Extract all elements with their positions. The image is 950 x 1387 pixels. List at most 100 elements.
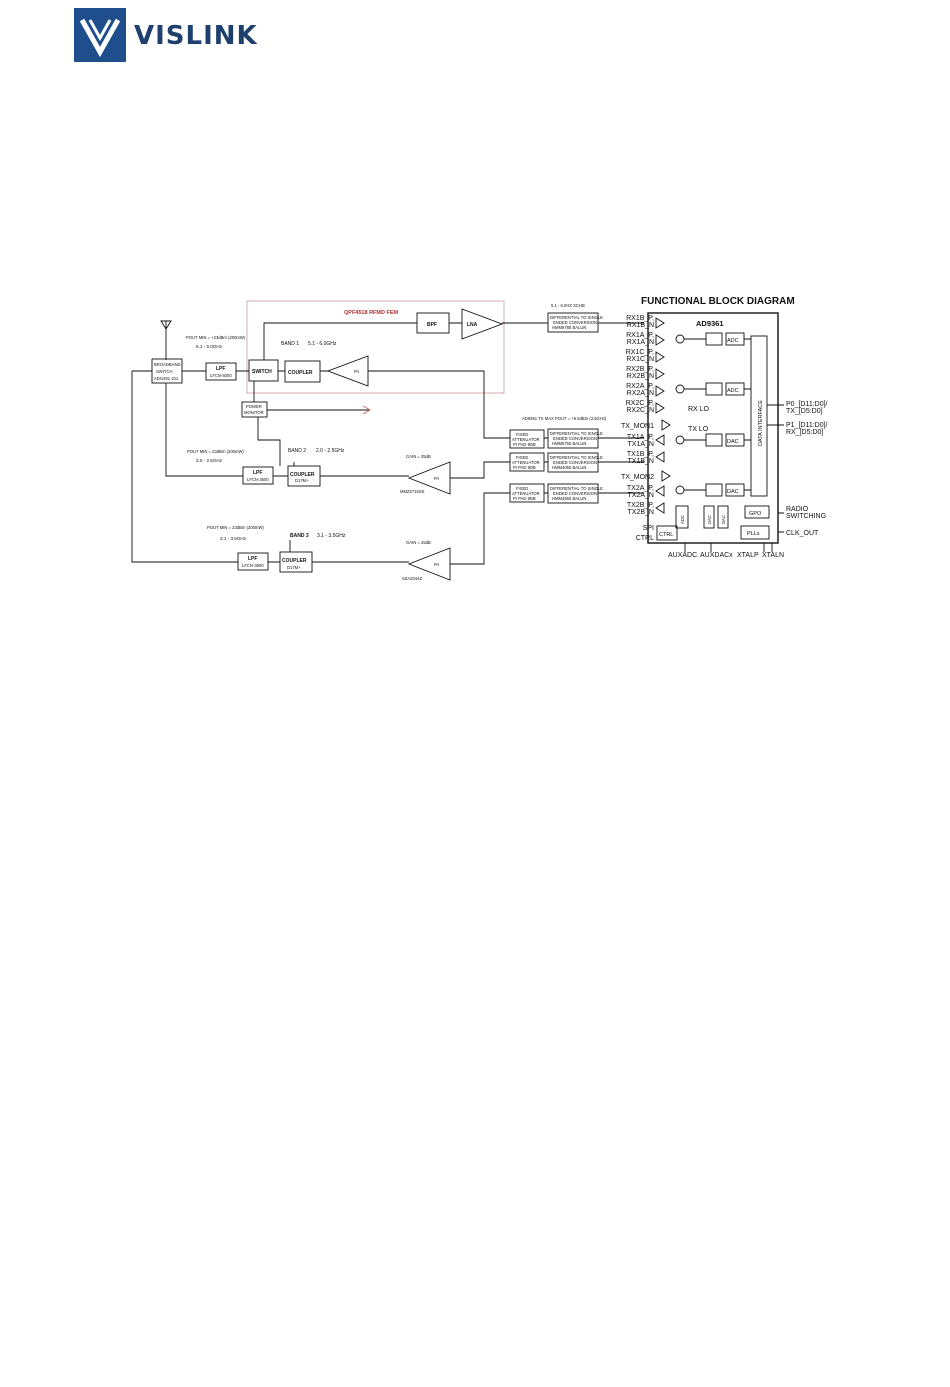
rx-blocks bbox=[675, 332, 784, 497]
pin-clk-out: CLK_OUT bbox=[786, 530, 819, 537]
atten2-l2: ATTENUATOR bbox=[512, 460, 540, 465]
atten2-l1: FIXED bbox=[516, 455, 528, 460]
coupler2-label: COUPLER bbox=[290, 472, 315, 478]
aux-adc-block: ADC bbox=[680, 515, 685, 524]
pin-rx2c-n: RX2C_N bbox=[626, 407, 654, 414]
band1-freq: 5.1 - 6.0GHz bbox=[308, 341, 337, 347]
pout1-freq: 5.1 - 6.0GHz bbox=[196, 344, 223, 349]
vislink-logo: VISLINK bbox=[74, 8, 257, 62]
ctrl-block-label: CTRL bbox=[659, 532, 673, 538]
pin-tx2b-n: TX2B_N bbox=[628, 509, 654, 516]
pin-rx1b-n: RX1B_N bbox=[627, 322, 654, 329]
pin-tx-mon2: TX_MON2 bbox=[621, 474, 654, 481]
freq-band-top: 5.1 - 6.0HZ SCHB bbox=[551, 303, 585, 308]
adc1-label: ADC bbox=[727, 338, 739, 344]
atten1-l2: ATTENUATOR bbox=[512, 437, 540, 442]
power-monitor-box bbox=[241, 401, 268, 418]
fem-boundary bbox=[246, 300, 505, 394]
lna-amp bbox=[461, 308, 504, 340]
vislink-v-icon bbox=[74, 8, 126, 62]
balun-tx1-l1: DIFFERENTIAL TO SINGLE bbox=[550, 431, 603, 436]
data-interface-box bbox=[750, 335, 768, 497]
antenna-icon bbox=[160, 320, 172, 360]
lpf3-part: LFCN-3600 bbox=[242, 563, 264, 568]
pin-triangles bbox=[655, 317, 671, 514]
lpf2-box bbox=[242, 466, 274, 485]
pin-rx2a-n: RX2A_N bbox=[627, 390, 654, 397]
pin-rx1c-p: RX1C_P, bbox=[626, 349, 654, 356]
pin-rx1c-n: RX1C_N bbox=[626, 356, 654, 363]
lpf1-title: LPF bbox=[216, 366, 225, 372]
balun-rx-l2: ENDED CONVERSION bbox=[553, 320, 597, 325]
balun-rx-l3: HMM6785 BALUN bbox=[552, 325, 586, 330]
coupler1-label: COUPLER bbox=[288, 370, 313, 376]
pout2-freq: 2.0 - 2.5GHz bbox=[196, 458, 223, 463]
switch-label: SWITCH bbox=[252, 369, 272, 375]
plls-label: PLLs bbox=[747, 531, 760, 537]
pin-rx1b-p: RX1B_P, bbox=[626, 315, 654, 322]
lna-label: LNA bbox=[467, 322, 478, 328]
chip-name: AD9361 bbox=[696, 319, 724, 328]
pin-p1-rx: RX_[D5:D0] bbox=[786, 429, 823, 436]
pin-tx2a-n: TX2A_N bbox=[628, 492, 654, 499]
pin-rx1a-n: RX1A_N bbox=[627, 339, 654, 346]
coupler3-part: D17M+ bbox=[287, 565, 301, 570]
pin-rx2b-p: RX2B_P, bbox=[626, 366, 654, 373]
diagram-title: FUNCTIONAL BLOCK DIAGRAM bbox=[641, 296, 795, 307]
coupler1-box bbox=[284, 360, 321, 383]
pout1: POUT MIN = +23dBm (200mW) bbox=[186, 335, 246, 340]
pin-tx1b-n: TX1B_N bbox=[628, 458, 654, 465]
pa3-part: SZA2044Z bbox=[402, 576, 422, 581]
pin-xtalp: XTALP bbox=[737, 552, 759, 559]
pa1-label: PA bbox=[354, 369, 359, 374]
pa2-part: MMZ2715SS bbox=[400, 489, 425, 494]
coupler3-label: COUPLER bbox=[282, 558, 307, 564]
pin-tx2b-p: TX2B_P, bbox=[627, 502, 654, 509]
bbswitch-line1: BROADBAND bbox=[154, 362, 181, 367]
balun-tx1-l3: HMM6755 BALUN bbox=[552, 441, 586, 446]
bbswitch-line3: ADG491 101 bbox=[154, 376, 179, 381]
pa2-label: PA bbox=[434, 476, 439, 481]
balun-tx3-l1: DIFFERENTIAL TO SINGLE bbox=[550, 486, 603, 491]
balun-tx1-l2: ENDED CONVERSION bbox=[553, 436, 597, 441]
bbswitch-line2: SWITCH bbox=[156, 369, 173, 374]
data-interface-label: DATA INTERFACE bbox=[758, 400, 764, 446]
balun-rx-l1: DIFFERENTIAL TO SINGLE bbox=[550, 315, 603, 320]
lpf3-title: LPF bbox=[248, 556, 257, 562]
atten1-l1: FIXED bbox=[516, 432, 528, 437]
left-pin-labels: RX1B_P, RX1B_N RX1A_P, RX1A_N RX1C_P, RX… bbox=[621, 315, 654, 542]
pin-tx-mon1: TX_MON1 bbox=[621, 423, 654, 430]
aux-dac2-block: DAC bbox=[721, 515, 726, 524]
pout3: POUT MIN = 23dBm (200mW) bbox=[207, 525, 264, 530]
pmon-line1: POWER bbox=[246, 404, 262, 409]
balun-tx3-l3: HMM4555 BALUN bbox=[552, 496, 586, 501]
gain3: GAIN = 25dB bbox=[406, 540, 431, 545]
pin-tx1b-p: TX1B_P, bbox=[627, 451, 654, 458]
pin-p0-tx: TX_[D5:D0] bbox=[786, 408, 823, 415]
pin-tx1a-n: TX1A_N bbox=[628, 441, 654, 448]
atten3-l2: ATTENUATOR bbox=[512, 491, 540, 496]
pin-rx2a-p: RX2A_P, bbox=[626, 383, 654, 390]
atten2-l3: PI PAD 9DB bbox=[513, 465, 536, 470]
balun-tx3-l2: ENDED CONVERSION bbox=[553, 491, 597, 496]
pout2: POUT MIN = 23dBm (200mW) bbox=[187, 449, 244, 454]
pin-auxadc: AUXADC bbox=[668, 552, 697, 559]
band3-freq: 3.1 - 3.5GHz bbox=[317, 533, 346, 539]
pin-auxdacx: AUXDACx bbox=[700, 552, 733, 559]
dac2-label: DAC bbox=[727, 489, 739, 495]
adc2-label: ADC bbox=[727, 388, 739, 394]
pin-xtaln: XTALN bbox=[762, 552, 784, 559]
ad9361-chip bbox=[647, 312, 779, 544]
band2-freq: 2.0 - 2.5GHz bbox=[316, 448, 345, 454]
lpf1-part: LFCN-5000 bbox=[210, 373, 232, 378]
pin-rx1a-p: RX1A_P, bbox=[626, 332, 654, 339]
atten3-l3: PI PAD 9DB bbox=[513, 496, 536, 501]
pin-spi: SPI bbox=[643, 525, 654, 532]
switch-box bbox=[248, 359, 279, 382]
pin-p1: P1_[D11:D0]/ bbox=[786, 422, 828, 429]
rx-lo-label: RX LO bbox=[688, 406, 710, 413]
ad-note: AD9361 TX MAX POUT = +6.5dBm (3.5GHz) bbox=[522, 416, 607, 421]
pin-switching: SWITCHING bbox=[786, 513, 826, 520]
balun-tx2-l3: HMM4055 BALUN bbox=[552, 465, 586, 470]
